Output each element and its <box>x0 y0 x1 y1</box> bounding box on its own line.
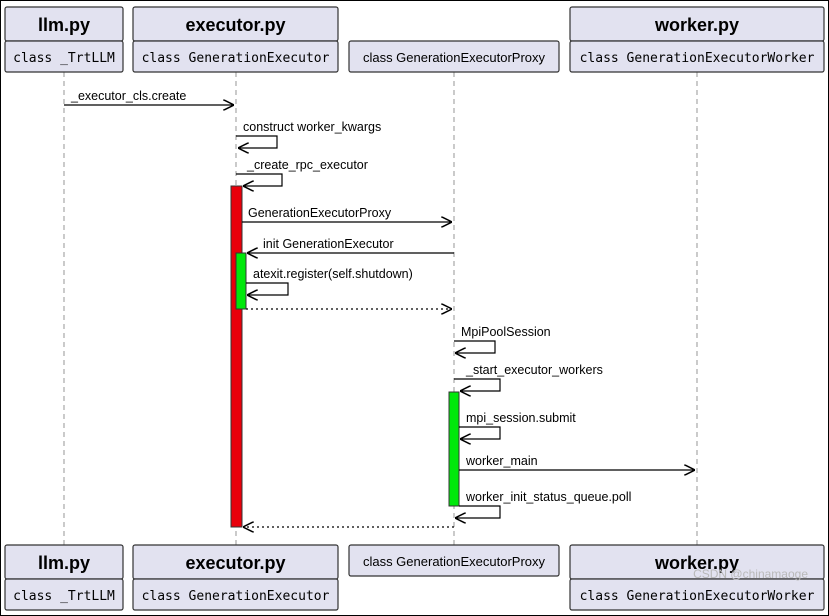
message-8: MpiPoolSession <box>454 325 551 353</box>
message-label: MpiPoolSession <box>461 325 551 339</box>
participant-title: llm.py <box>38 15 90 35</box>
message-label: _executor_cls.create <box>70 89 186 103</box>
message-9: _start_executor_workers <box>454 363 603 391</box>
participant-class: class _TrtLLM <box>13 589 115 604</box>
participant-worker-bottom: worker.py class GenerationExecutorWorker <box>569 544 825 611</box>
participant-proxy-bottom: class GenerationExecutorProxy <box>348 544 560 577</box>
participant-title: executor.py <box>185 553 285 573</box>
participant-class: class _TrtLLM <box>13 51 115 66</box>
participant-title: worker.py <box>654 553 739 573</box>
participant-title: worker.py <box>654 15 739 35</box>
participant-class: class GenerationExecutorProxy <box>363 554 546 569</box>
message-4: GenerationExecutorProxy <box>242 206 452 222</box>
message-label: worker_main <box>465 454 538 468</box>
participant-class-box <box>348 40 560 73</box>
self-message-arrow <box>454 378 501 391</box>
participant-class: class GenerationExecutor <box>142 589 330 604</box>
participant-class-box <box>569 578 825 611</box>
activation-bar-executor-2 <box>235 252 247 310</box>
self-message-arrow <box>236 135 278 148</box>
activation-bar-proxy-3 <box>448 391 460 507</box>
participant-class: class GenerationExecutorWorker <box>580 589 815 604</box>
self-message-arrow <box>246 282 289 295</box>
participant-class: class GenerationExecutor <box>142 51 330 66</box>
participant-class: class GenerationExecutorWorker <box>580 51 815 66</box>
self-message-arrow <box>459 426 501 439</box>
message-10: mpi_session.submit <box>459 411 576 439</box>
message-label: _start_executor_workers <box>465 363 603 377</box>
message-label: worker_init_status_queue.poll <box>465 490 631 504</box>
participant-class-box <box>4 578 124 611</box>
participant-llm-bottom: llm.py class _TrtLLM <box>4 544 124 611</box>
participant-title: llm.py <box>38 553 90 573</box>
participant-class-box <box>132 578 339 611</box>
message-label: construct worker_kwargs <box>243 120 381 134</box>
participant-title: executor.py <box>185 15 285 35</box>
message-1: _executor_cls.create <box>64 89 234 105</box>
message-2: construct worker_kwargs <box>236 120 381 148</box>
message-label: init GenerationExecutor <box>263 237 394 251</box>
self-message-arrow <box>236 173 283 186</box>
participant-executor-top: executor.py class GenerationExecutor <box>132 6 339 73</box>
message-6: atexit.register(self.shutdown) <box>246 267 413 295</box>
participant-class-box <box>569 40 825 73</box>
participant-class-box <box>348 544 560 577</box>
watermark-text: CSDN @chinamaoge <box>693 567 808 581</box>
message-label: mpi_session.submit <box>466 411 576 425</box>
message-label: GenerationExecutorProxy <box>248 206 392 220</box>
participant-executor-bottom: executor.py class GenerationExecutor <box>132 544 339 611</box>
message-3: _create_rpc_executor <box>236 158 368 186</box>
message-5: init GenerationExecutor <box>247 237 454 253</box>
message-11: worker_main <box>459 454 695 470</box>
participant-class-box <box>132 40 339 73</box>
participant-llm-top: llm.py class _TrtLLM <box>4 6 124 73</box>
participant-proxy-top: class GenerationExecutorProxy <box>348 40 560 73</box>
self-message-arrow <box>455 505 501 518</box>
self-message-arrow <box>454 340 496 353</box>
message-label: atexit.register(self.shutdown) <box>253 267 413 281</box>
message-label: _create_rpc_executor <box>246 158 368 172</box>
participant-class-box <box>4 40 124 73</box>
activation-bar-executor-1 <box>230 185 243 528</box>
participant-worker-top: worker.py class GenerationExecutorWorker <box>569 6 825 73</box>
message-12: worker_init_status_queue.poll <box>455 490 631 518</box>
participant-class: class GenerationExecutorProxy <box>363 50 546 65</box>
